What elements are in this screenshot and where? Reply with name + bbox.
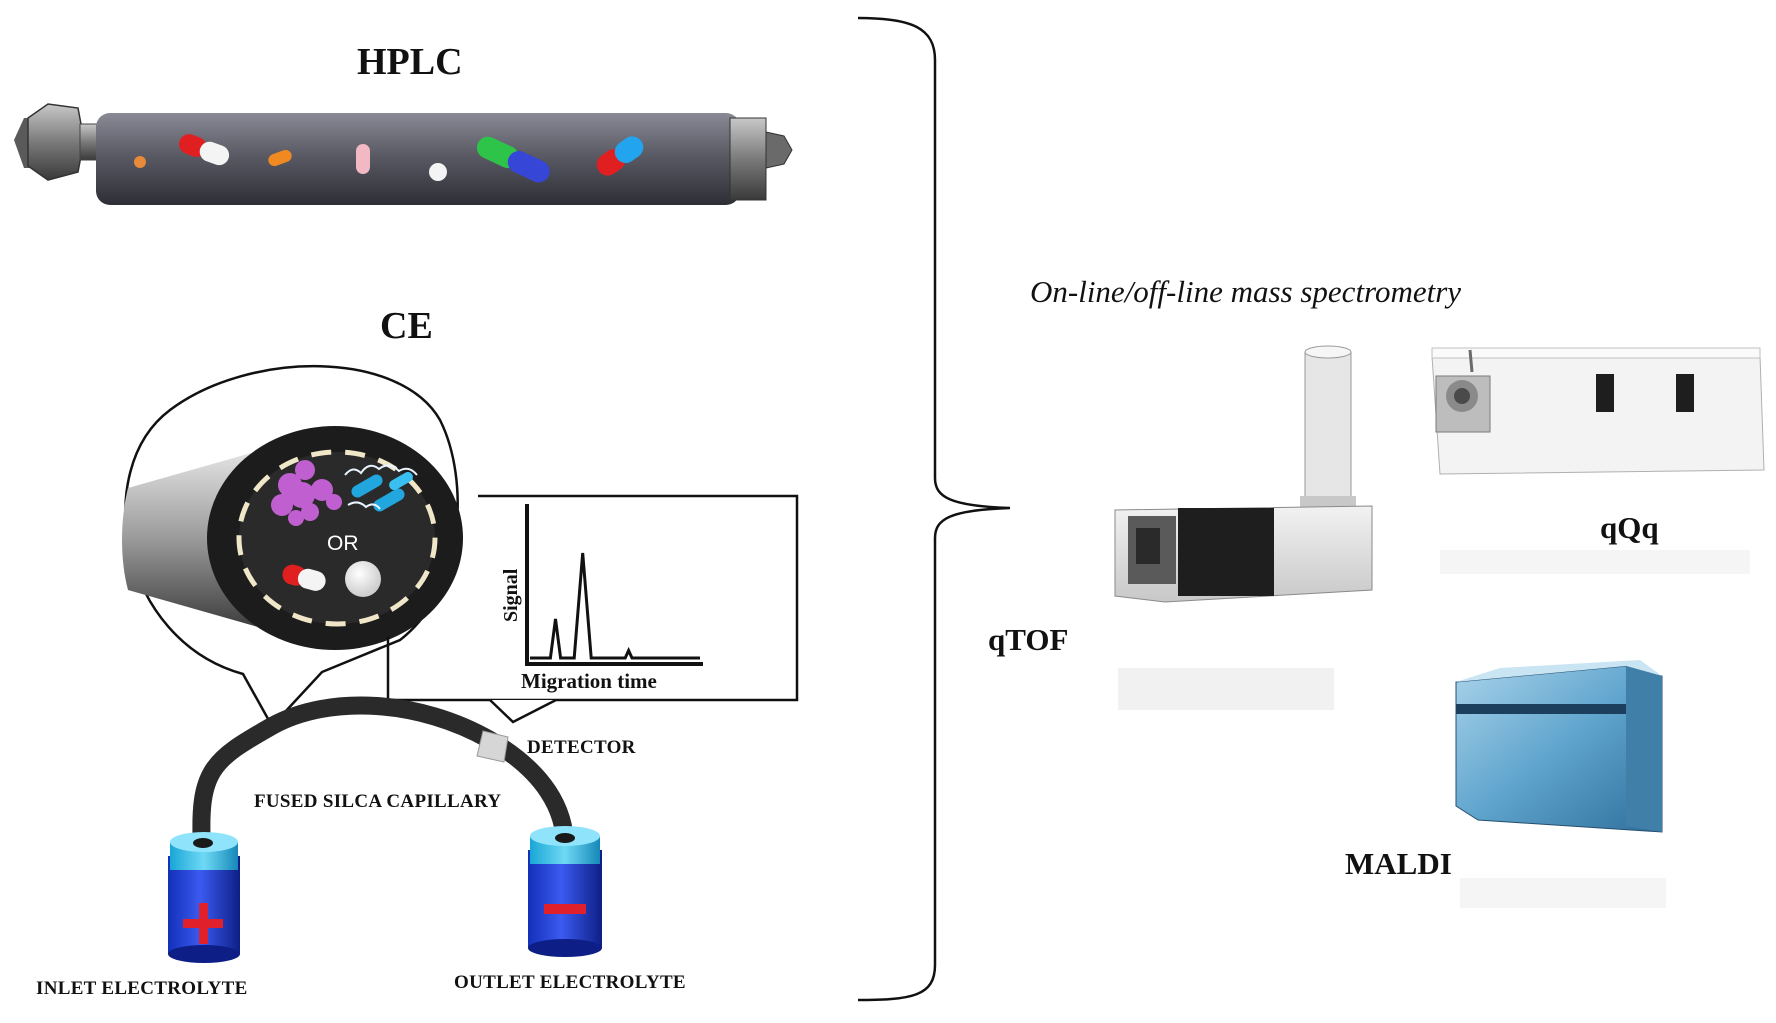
detector-window <box>476 730 509 763</box>
maldi-top <box>1456 660 1662 682</box>
inlet-vial <box>168 832 240 963</box>
hplc-title: HPLC <box>357 41 463 83</box>
qtof-flight-tube <box>1304 351 1352 505</box>
maldi-instrument <box>1455 660 1666 908</box>
hplc-left-tip <box>14 118 30 168</box>
fused-silica-capillary <box>192 696 574 857</box>
analyte-orange-dot <box>134 156 146 168</box>
x-axis-label: Migration time <box>521 669 657 693</box>
maldi-side-panel <box>1626 666 1662 832</box>
ce-magnifier: OR <box>122 364 463 729</box>
plus-sign <box>183 903 223 944</box>
signal-trace-group <box>530 552 700 660</box>
analyte-pink-pill <box>356 144 370 174</box>
analyte-red-white-capsule <box>179 134 230 166</box>
or-label: OR <box>327 532 359 555</box>
analyte-red-blue-capsule <box>596 136 644 176</box>
electropherogram-panel: Signal Migration time <box>386 494 799 724</box>
panel-border <box>386 494 799 702</box>
outlet-electrolyte-label: OUTLET ELECTROLYTE <box>454 972 686 993</box>
hplc-right-nut <box>729 117 767 201</box>
hplc-column <box>14 103 793 205</box>
qqq-window-2 <box>1676 374 1694 412</box>
maldi-reflection <box>1460 878 1666 908</box>
hplc-right-tip <box>765 131 793 169</box>
ce-title: CE <box>380 305 433 347</box>
qtof-reflection <box>1118 668 1334 710</box>
analyte-orange-pill <box>268 149 292 167</box>
capillary-label: FUSED SILCA CAPILLARY <box>254 791 502 812</box>
maldi-dark-stripe <box>1456 704 1628 714</box>
white-ball-in-tube <box>345 561 381 597</box>
qtof-dark-panel <box>1178 508 1274 596</box>
capsule-in-tube <box>282 564 326 591</box>
y-axis-label: Signal <box>500 568 522 622</box>
qtof-instrument <box>1114 345 1373 710</box>
detector-pointer <box>489 698 557 724</box>
inlet-electrolyte-label: INLET ELECTROLYTE <box>36 978 248 999</box>
analyte-white-dot <box>429 163 447 181</box>
ce-setup <box>168 696 602 963</box>
minus-sign <box>544 904 586 914</box>
protein-purple-cluster <box>271 460 342 526</box>
molecule-cyan-cluster <box>344 464 418 512</box>
outlet-vial <box>528 826 602 957</box>
qtof-label: qTOF <box>988 622 1069 657</box>
signal-trace <box>530 552 700 660</box>
qqq-instrument <box>1431 347 1765 574</box>
maldi-label: MALDI <box>1345 846 1452 881</box>
qqq-reflection <box>1440 550 1750 574</box>
grouping-brace <box>857 16 1011 1002</box>
qqq-label: qQq <box>1600 510 1659 545</box>
analyte-green-blue-capsule <box>476 136 550 183</box>
qqq-window-1 <box>1596 374 1614 412</box>
hplc-column-body <box>96 113 740 205</box>
detector-label: DETECTOR <box>527 737 636 758</box>
hplc-left-nut <box>27 103 85 181</box>
mass-spectrometry-title: On-line/off-line mass spectrometry <box>1030 274 1462 309</box>
